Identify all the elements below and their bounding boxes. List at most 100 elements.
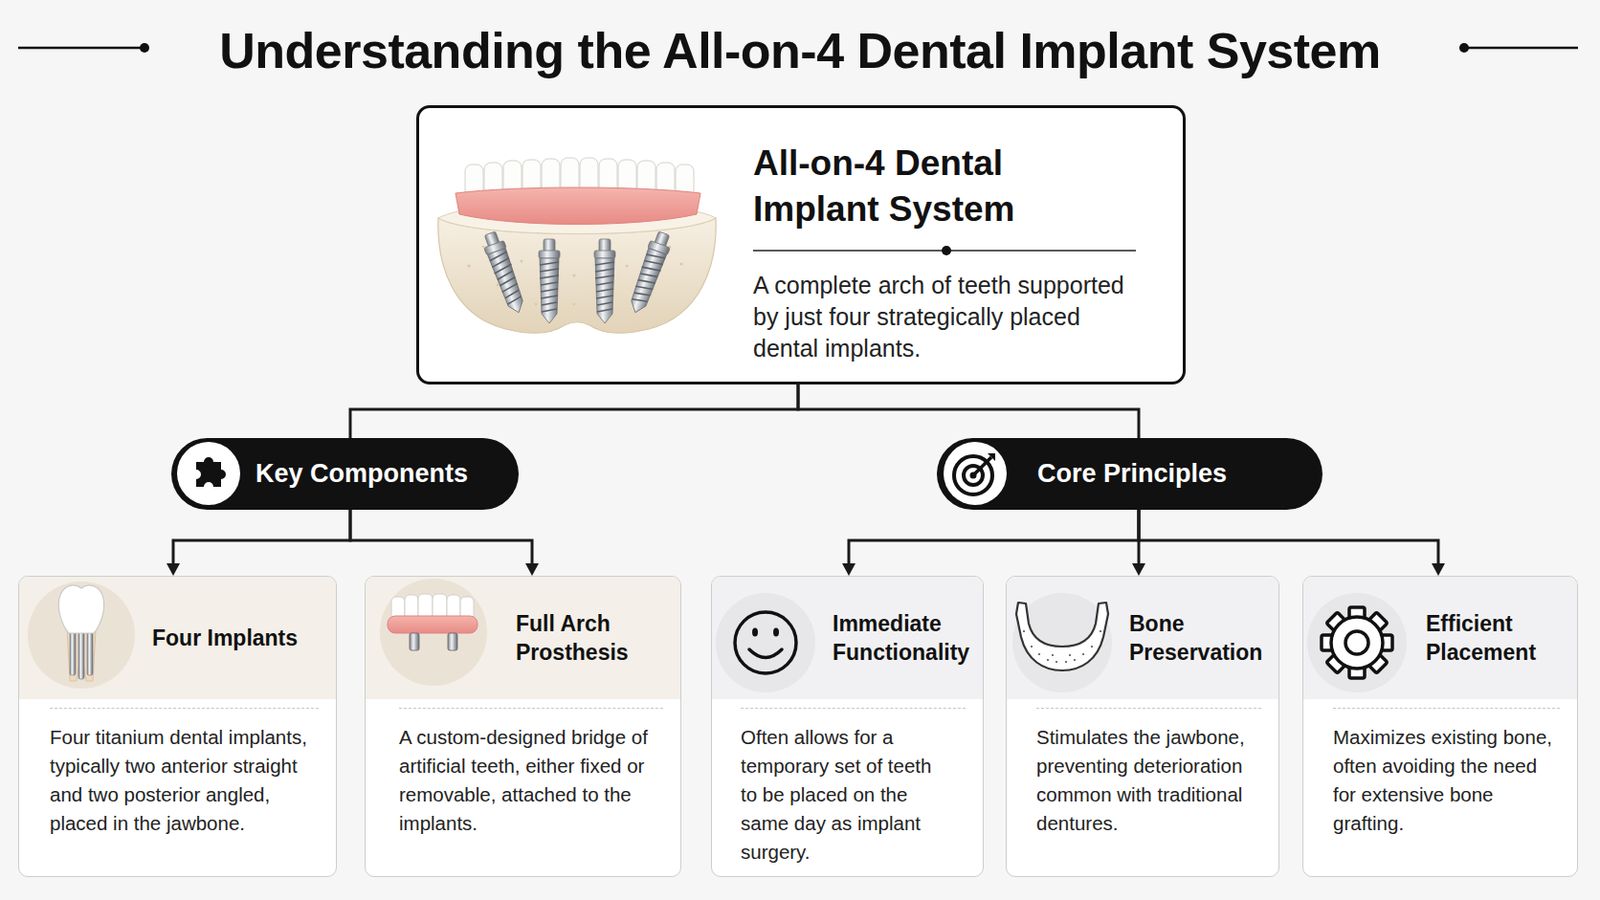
- icon-circle: [1307, 593, 1407, 693]
- puzzle-piece: [196, 457, 226, 488]
- bridge-post: [447, 633, 458, 651]
- connector: [1138, 510, 1445, 577]
- card-header: [365, 577, 681, 700]
- target-dot: [970, 472, 978, 480]
- category-pill: Core Principles: [936, 438, 1323, 511]
- card-title: Four Implants: [152, 623, 331, 653]
- summary-box: All-on-4 Dental Implant System A complete…: [416, 105, 1186, 385]
- card-body: Maximizes existing bone, often avoiding …: [1333, 723, 1559, 839]
- card-body: Often allows for a temporary set of teet…: [740, 723, 950, 867]
- divider-dot: [941, 245, 952, 256]
- implant-illustration: [438, 157, 716, 334]
- info-card: Four ImplantsFour titanium dental implan…: [18, 576, 337, 878]
- arrow-head: [525, 563, 539, 577]
- icon-circle: [943, 442, 1007, 506]
- arrow-fletch: [987, 453, 996, 462]
- bridge-post: [409, 633, 420, 651]
- target-ring: [963, 466, 983, 486]
- smiley-eye: [752, 628, 758, 638]
- card-header: [1303, 577, 1578, 700]
- card-title: Efficient Placement: [1425, 609, 1572, 667]
- implant-screw: [594, 239, 616, 324]
- connector-line: [1137, 510, 1141, 565]
- box-heading: All-on-4 Dental Implant System: [753, 140, 1136, 233]
- card-header: [1006, 577, 1279, 700]
- dashed-divider: [1333, 708, 1560, 710]
- heading-divider: [753, 245, 1136, 256]
- pill-label: Key Components: [255, 457, 468, 490]
- target-arrow: [973, 457, 992, 476]
- info-card: Immediate FunctionalityOften allows for …: [711, 576, 984, 878]
- gear-icon: [1307, 593, 1407, 693]
- icon-circle: [177, 442, 241, 506]
- implant-screw: [625, 229, 675, 316]
- dashed-divider: [399, 708, 664, 710]
- smiley-icon: [715, 593, 816, 693]
- diagram-title: Understanding the All-on-4 Dental Implan…: [0, 17, 1600, 85]
- card-body: A custom-designed bridge of artificial t…: [399, 723, 669, 839]
- card-title: Bone Preservation: [1129, 609, 1273, 667]
- connector-line: [798, 384, 1139, 439]
- tooth-crown: [58, 585, 104, 634]
- card-title: Full Arch Prosthesis: [515, 609, 675, 667]
- bridge-icon: [379, 578, 488, 687]
- connector: [350, 510, 539, 577]
- jaw-texture: [1022, 630, 1102, 664]
- icon-circle: [715, 593, 816, 693]
- implant-screw: [538, 239, 560, 324]
- prosthesis-gum: [455, 187, 701, 225]
- arrow-head: [842, 563, 856, 577]
- implant-screw: [480, 229, 530, 316]
- connector: [166, 510, 351, 577]
- connector: [350, 384, 799, 439]
- card-body: Four titanium dental implants, typically…: [49, 723, 323, 839]
- smiley-eye: [773, 628, 779, 638]
- rule-line: [1466, 46, 1578, 50]
- arrow-head: [1431, 563, 1445, 577]
- bridge-gum: [387, 616, 478, 634]
- rule-dot: [1459, 43, 1469, 53]
- target-ring: [954, 456, 993, 495]
- mini-implants: [69, 631, 93, 680]
- tooth-implant-icon: [27, 581, 135, 689]
- connector: [842, 510, 1139, 577]
- info-card: Bone PreservationStimulates the jawbone,…: [1005, 576, 1280, 878]
- smiley-face: [734, 612, 797, 674]
- connector-line: [350, 510, 533, 565]
- dashed-divider: [740, 708, 966, 710]
- puzzle-icon: [177, 442, 241, 506]
- dashed-divider: [1036, 708, 1262, 710]
- arrow-head: [166, 563, 180, 577]
- jawbone: [438, 218, 716, 334]
- connector-line: [173, 510, 351, 565]
- bone-top: [438, 202, 716, 235]
- info-card: Full Arch Prosthesis A custom-designed br…: [364, 576, 682, 878]
- gear-teeth: [1321, 607, 1393, 679]
- card-title: Immediate Functionality: [832, 609, 978, 667]
- rule-dot: [139, 43, 150, 53]
- dashed-divider: [49, 708, 319, 710]
- icon-circle: [379, 578, 488, 687]
- tooth-root: [66, 629, 96, 682]
- prosthesis-teeth: [465, 157, 694, 200]
- bone-texture: [466, 245, 683, 312]
- jaw-outline: [1016, 602, 1109, 671]
- connector-line: [1138, 510, 1439, 565]
- pill-label: Core Principles: [1037, 457, 1227, 490]
- category-pill: Key Components: [171, 438, 519, 511]
- card-header: [711, 577, 983, 700]
- connector: [1132, 510, 1146, 577]
- info-card: Efficient PlacementMaximizes existing bo…: [1302, 576, 1578, 878]
- jaw-icon: [1012, 593, 1112, 693]
- target-icon: [943, 442, 1007, 506]
- smiley-mouth: [749, 649, 782, 659]
- connector: [798, 384, 1139, 439]
- icon-circle: [27, 581, 135, 689]
- divider-line: [753, 249, 1136, 252]
- bridge-teeth: [391, 594, 474, 624]
- box-description: A complete arch of teeth supported by ju…: [753, 269, 1146, 365]
- arrow-head: [1132, 563, 1146, 577]
- connector-line: [848, 510, 1139, 565]
